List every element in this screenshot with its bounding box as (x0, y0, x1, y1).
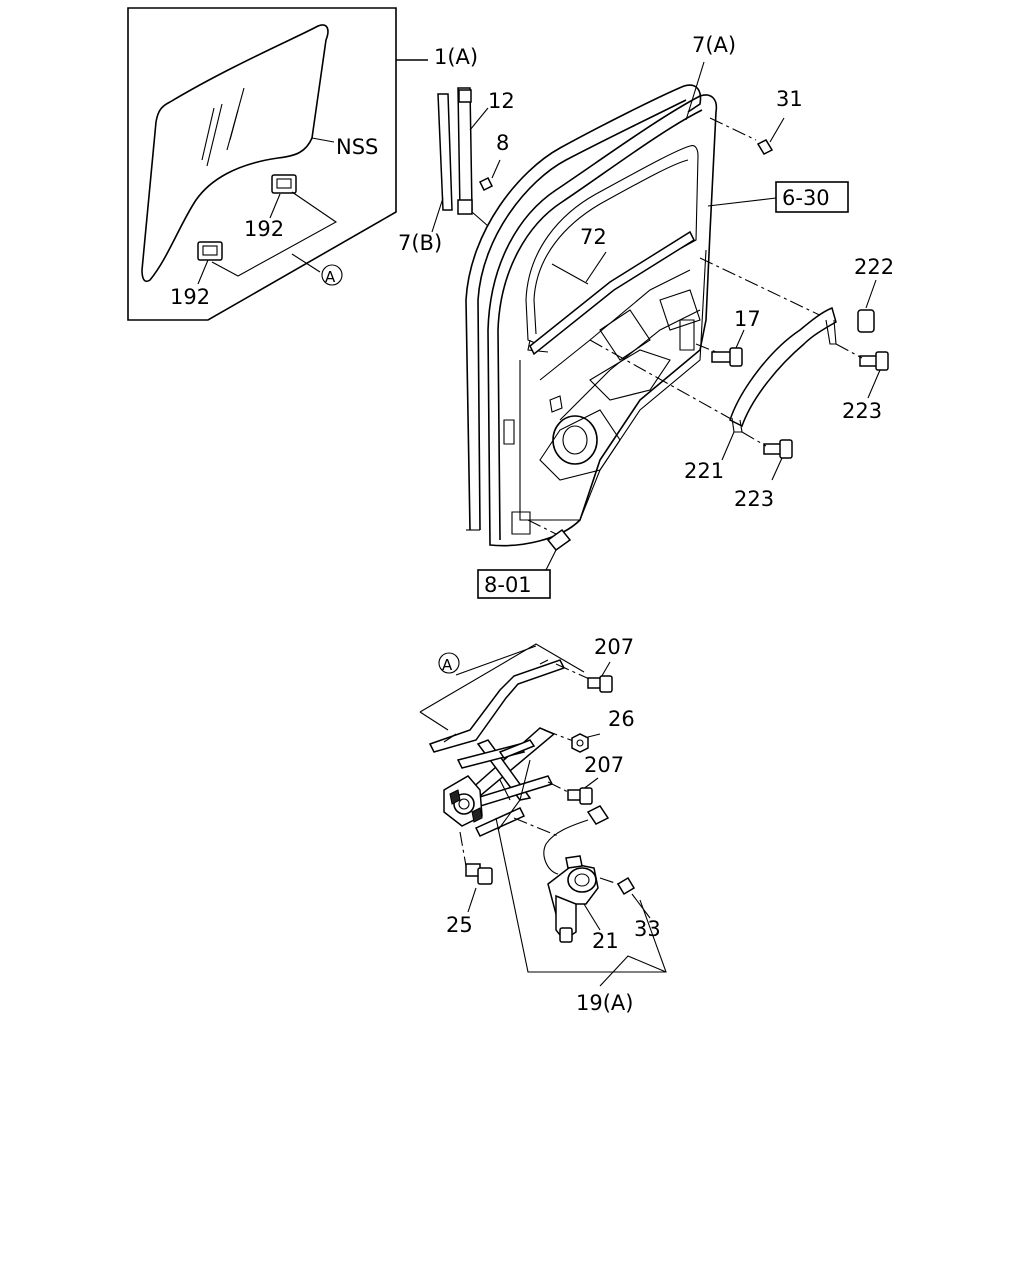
cap-222 (857, 309, 875, 333)
label-31: 31 (776, 87, 803, 111)
bolt-223-right (859, 351, 889, 371)
label-223-right: 223 (842, 399, 882, 423)
label-a-regulator: A (442, 656, 453, 674)
label-192-upper: 192 (244, 217, 284, 241)
label-33: 33 (634, 917, 661, 941)
label-17: 17 (734, 307, 761, 331)
glass-clip-lower (197, 241, 223, 261)
door-frame (487, 94, 718, 547)
label-207-top: 207 (594, 635, 634, 659)
door-glass (141, 24, 329, 283)
label-8-01: 8-01 (484, 573, 532, 597)
bolt-207-mid (567, 787, 593, 805)
bolt-17 (711, 347, 743, 367)
screw-31 (756, 139, 774, 155)
nut-26 (571, 733, 589, 753)
bolt-25 (465, 863, 493, 885)
label-nss: NSS (336, 135, 378, 159)
ref-a-circle-top (321, 264, 343, 286)
label-7b: 7(B) (398, 231, 442, 255)
label-207-mid: 207 (584, 753, 624, 777)
run-channel-group (431, 87, 501, 233)
bolt-207-top (587, 675, 613, 693)
bolt-223-lower (763, 439, 793, 459)
ref-box-6-30 (775, 181, 849, 213)
glass-clip-upper (271, 174, 297, 194)
label-221: 221 (684, 459, 724, 483)
label-25: 25 (446, 913, 473, 937)
motor-connector (586, 805, 610, 825)
label-12: 12 (488, 89, 515, 113)
seal-72 (529, 230, 695, 356)
callout-labels: 1(A) NSS 192 192 A 12 8 7(B) 7(A) 31 6-3… (170, 33, 894, 1015)
label-222: 222 (854, 255, 894, 279)
label-223-lower: 223 (734, 487, 774, 511)
label-6-30: 6-30 (782, 186, 830, 210)
label-a-top: A (325, 268, 336, 286)
run-channel-7b (437, 93, 453, 211)
label-72: 72 (580, 225, 607, 249)
label-26: 26 (608, 707, 635, 731)
glass-inset (127, 7, 428, 321)
molding-221 (729, 306, 837, 428)
channel-12 (457, 87, 473, 213)
label-21: 21 (592, 929, 619, 953)
label-19a: 19(A) (576, 991, 633, 1015)
label-8: 8 (496, 131, 509, 155)
label-192-lower: 192 (170, 285, 210, 309)
door-assembly (465, 61, 889, 599)
motor-21 (547, 855, 599, 943)
window-regulator (419, 643, 667, 987)
ref-a-circle-regulator (438, 652, 460, 674)
screw-33 (616, 876, 636, 896)
label-7a: 7(A) (692, 33, 736, 57)
clip-8 (478, 176, 494, 192)
label-1a: 1(A) (434, 45, 478, 69)
ref-box-8-01 (477, 569, 551, 599)
